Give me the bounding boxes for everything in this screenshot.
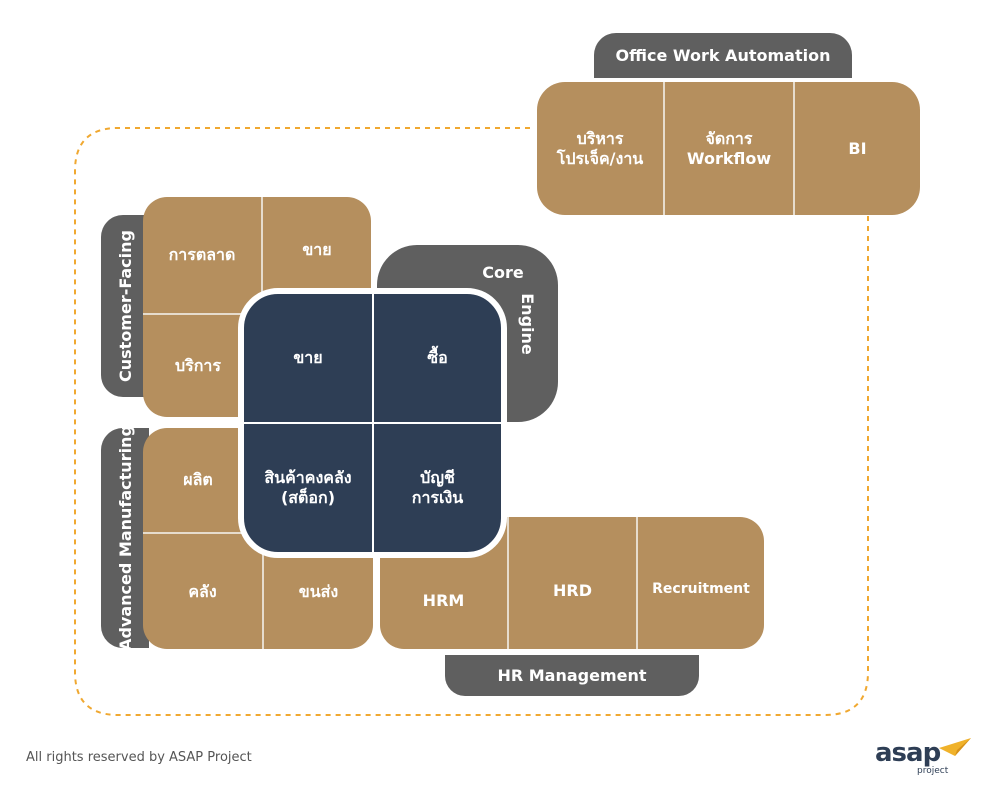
- core-block: ขาย ซื้อ สินค้าคงคลัง (สต็อก) บัญชี การเ…: [238, 288, 507, 558]
- customer-cell-sales[interactable]: ขาย: [302, 240, 332, 259]
- hr-block: HRM HRD Recruitment: [380, 517, 764, 649]
- office-title: Office Work Automation: [615, 46, 831, 65]
- office-cell-bi[interactable]: BI: [848, 138, 867, 158]
- office-block: บริหาร โปรเจ็ค/งาน จัดการ Workflow BI: [537, 82, 920, 215]
- core-title-line2: Engine: [518, 293, 538, 355]
- logo-sub: project: [917, 766, 949, 776]
- customer-title: Customer-Facing: [115, 230, 135, 382]
- manufacturing-title-tab: Advanced Manufacturing: [101, 425, 149, 651]
- core-cell-purchase[interactable]: ซื้อ: [427, 348, 448, 367]
- office-title-tab: Office Work Automation: [594, 33, 852, 78]
- customer-cell-marketing[interactable]: การตลาด: [168, 245, 236, 264]
- hr-cell-hrd[interactable]: HRD: [553, 581, 592, 600]
- core-cell-inventory[interactable]: สินค้าคงคลัง (สต็อก): [264, 468, 352, 507]
- core-title-line1: Core: [482, 262, 524, 282]
- manufacturing-cell-production[interactable]: ผลิต: [183, 470, 213, 489]
- manufacturing-cell-warehouse[interactable]: คลัง: [188, 581, 217, 601]
- hr-title-tab: HR Management: [445, 655, 699, 696]
- manufacturing-title: Advanced Manufacturing: [115, 425, 135, 651]
- customer-title-tab: Customer-Facing: [101, 215, 149, 397]
- customer-cell-service[interactable]: บริการ: [174, 356, 221, 375]
- logo-brand: asap: [875, 738, 941, 768]
- paper-plane-icon: [939, 738, 971, 756]
- hr-title: HR Management: [497, 666, 647, 685]
- hr-cell-hrm[interactable]: HRM: [422, 591, 465, 610]
- core-cell-accounting[interactable]: บัญชี การเงิน: [411, 468, 464, 507]
- copyright-text: All rights reserved by ASAP Project: [26, 750, 252, 765]
- office-cell-workflow[interactable]: จัดการ Workflow: [686, 128, 772, 168]
- hr-cell-recruitment[interactable]: Recruitment: [652, 581, 750, 597]
- asap-logo: asap project: [875, 736, 975, 780]
- office-cell-project[interactable]: บริหาร โปรเจ็ค/งาน: [556, 128, 644, 168]
- core-cell-sales[interactable]: ขาย: [293, 348, 323, 367]
- manufacturing-cell-logistics[interactable]: ขนส่ง: [298, 581, 339, 601]
